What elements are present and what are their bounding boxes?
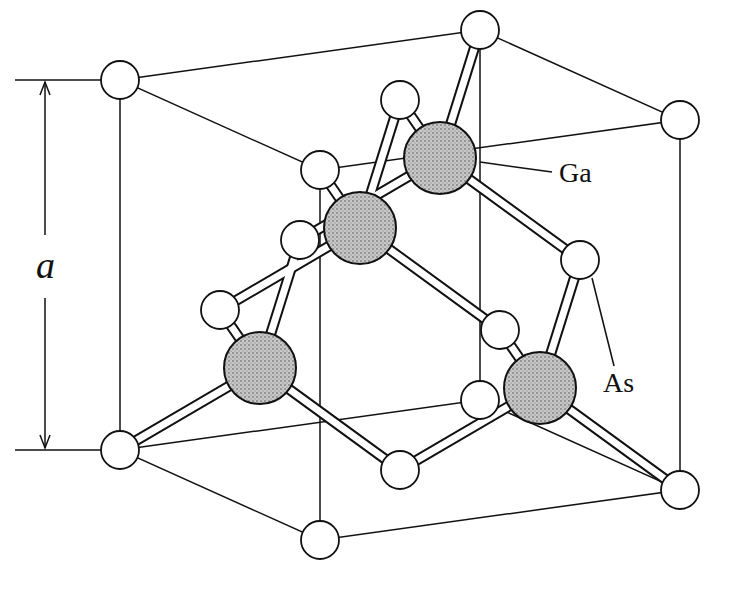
ga-atoms: [224, 122, 576, 424]
dimension-label: a: [33, 245, 58, 287]
atom-label: Ga: [556, 158, 595, 189]
dimension-line: [15, 80, 110, 450]
cube-edges: [120, 30, 680, 540]
bonds: [120, 30, 680, 490]
atom-label: As: [600, 368, 637, 399]
leader-lines: [480, 162, 614, 366]
as-atoms: [101, 11, 699, 559]
